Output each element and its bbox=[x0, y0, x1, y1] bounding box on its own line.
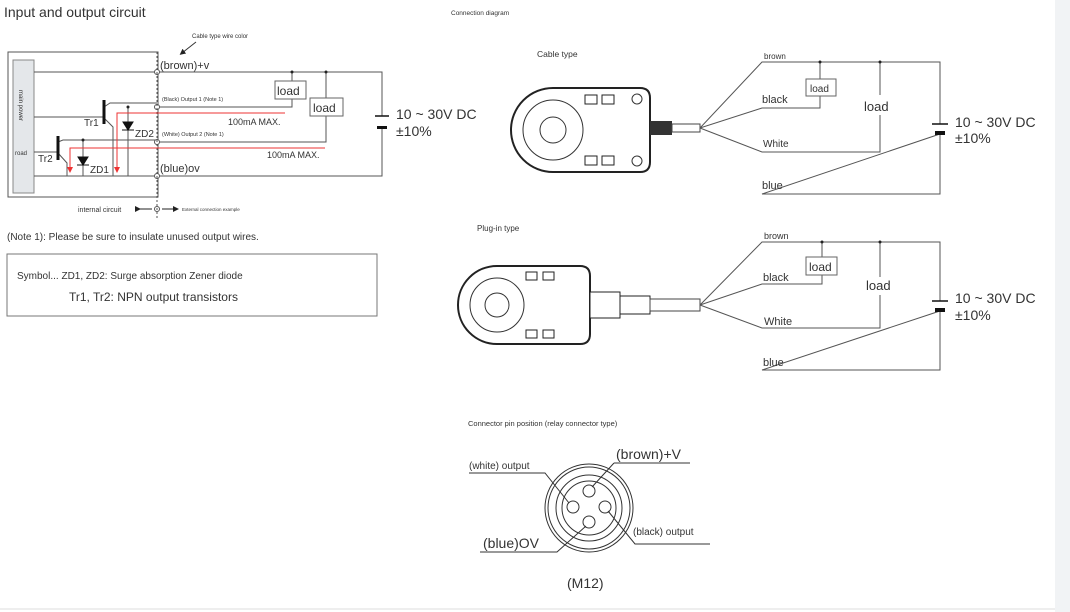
load-1 bbox=[274, 80, 307, 100]
connector-model: (M12) bbox=[567, 575, 604, 591]
cable-sensor-icon bbox=[510, 87, 701, 173]
connection-title: Connection diagram bbox=[451, 10, 509, 17]
zd2-icon bbox=[122, 121, 134, 131]
plugin-load-2 bbox=[862, 277, 897, 295]
blue-label: (blue)ov bbox=[160, 163, 200, 175]
connector-pinout: Connector pin position (relay connector … bbox=[468, 419, 710, 591]
connection-diagram: Connection diagram Cable type load load … bbox=[451, 10, 1036, 371]
supply-label: 10 ~ 30V DC bbox=[396, 106, 477, 122]
pin-blue-label: (blue)OV bbox=[483, 535, 540, 551]
cable-white: White bbox=[763, 139, 789, 150]
internal-box bbox=[7, 51, 159, 198]
plugin-load-2-label: load bbox=[866, 278, 891, 293]
pin-white-label: (white) output bbox=[469, 461, 530, 472]
note-text: (Note 1): Please be sure to insulate unu… bbox=[7, 232, 259, 243]
internal-label: internal circuit bbox=[78, 207, 121, 214]
plugin-white: White bbox=[764, 316, 792, 328]
max-current-2: 100mA MAX. bbox=[267, 150, 320, 160]
brown-label: (brown)+v bbox=[160, 60, 210, 72]
plugin-sensor-icon bbox=[457, 265, 701, 345]
io-circuit: Input and output circuit Cable type wire… bbox=[4, 4, 477, 317]
connector-title: Connector pin position (relay connector … bbox=[468, 419, 618, 428]
wire-color-label: Cable type wire color bbox=[192, 34, 248, 40]
cable-black: black bbox=[762, 94, 788, 106]
plugin-load-1 bbox=[805, 256, 838, 276]
symbol-line-2: Tr1, Tr2: NPN output transistors bbox=[69, 290, 238, 304]
black-label: (Black) Output 1 (Note 1) bbox=[162, 97, 223, 103]
symbol-line-1: Symbol... ZD1, ZD2: Surge absorption Zen… bbox=[17, 271, 243, 282]
tolerance-label: ±10% bbox=[396, 123, 432, 139]
zd1-icon bbox=[77, 156, 89, 166]
symbol-box bbox=[6, 253, 378, 317]
plugin-type-label: Plug-in type bbox=[477, 224, 520, 233]
zd1-label: ZD1 bbox=[90, 165, 109, 176]
tr1-label: Tr1 bbox=[84, 118, 99, 129]
cable-blue: blue bbox=[762, 180, 783, 192]
white-label: (White) Output 2 (Note 1) bbox=[162, 132, 224, 138]
main-power-label: main power bbox=[17, 90, 23, 121]
plugin-load-1-label: load bbox=[809, 260, 832, 274]
cable-load-2 bbox=[862, 95, 897, 115]
side-strip bbox=[1055, 0, 1070, 612]
plugin-blue: blue bbox=[763, 357, 784, 369]
cable-supply: 10 ~ 30V DC bbox=[955, 114, 1036, 130]
cable-load-1 bbox=[805, 78, 837, 97]
plugin-tolerance: ±10% bbox=[955, 307, 991, 323]
max-current-1: 100mA MAX. bbox=[228, 117, 281, 127]
pin-black-label: (black) output bbox=[633, 527, 694, 538]
cable-load-1-label: load bbox=[810, 84, 829, 95]
load-2-label: load bbox=[313, 101, 336, 115]
cable-tolerance: ±10% bbox=[955, 130, 991, 146]
plugin-brown: brown bbox=[764, 231, 789, 241]
main-power-block bbox=[12, 59, 35, 194]
plugin-supply: 10 ~ 30V DC bbox=[955, 290, 1036, 306]
zd2-label: ZD2 bbox=[135, 129, 154, 140]
pin-brown-label: (brown)+V bbox=[616, 446, 682, 462]
tr2-label: Tr2 bbox=[38, 154, 53, 165]
current-arrow-1 bbox=[114, 112, 285, 173]
plugin-black: black bbox=[763, 272, 789, 284]
load-1-label: load bbox=[277, 84, 300, 98]
road-label: road bbox=[15, 151, 27, 157]
cable-load-2-label: load bbox=[864, 99, 889, 114]
external-label: External connection example bbox=[182, 207, 240, 212]
cable-brown: brown bbox=[764, 52, 786, 61]
cable-type-label: Cable type bbox=[537, 49, 578, 59]
circuit-title: Input and output circuit bbox=[4, 4, 146, 20]
current-arrow-2 bbox=[67, 147, 325, 173]
m12-connector-icon bbox=[544, 463, 634, 553]
load-2 bbox=[309, 97, 344, 117]
